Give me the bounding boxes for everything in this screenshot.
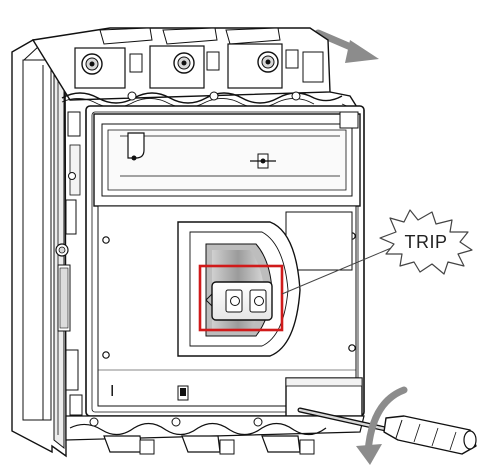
left-body [11, 39, 83, 458]
on-symbol: I [110, 382, 114, 400]
callout-leader [281, 245, 397, 295]
seal-screw [250, 153, 276, 169]
toggle-handle [205, 281, 273, 321]
terminal-screw [173, 52, 195, 74]
rotate-arrow-icon [356, 386, 408, 465]
top-terminals [31, 27, 343, 108]
direction-arrow-icon [314, 29, 379, 63]
terminal-screw [257, 51, 279, 73]
trip-highlight-box [198, 264, 284, 332]
bottom-terminals [65, 415, 365, 455]
burst-callout-icon: TRIP [379, 209, 473, 275]
cover-window [93, 111, 361, 207]
trip-label: TRIP [404, 232, 447, 252]
terminal-screw [81, 53, 103, 75]
